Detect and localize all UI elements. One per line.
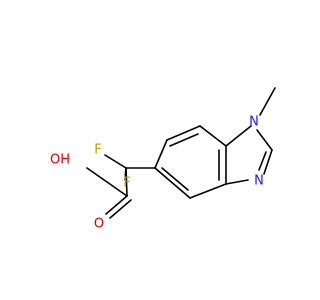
carbonyl-oxygen-label: O [94,217,104,232]
bond-ring-c3a-c4 [189,183,227,199]
bond-cf2-f-bottom [124,167,127,181]
bond-carbonyl-2 [109,199,132,219]
hydroxyl-oxygen-label: OH [50,153,70,168]
bond-n1-c2 [256,129,273,151]
bond-cooh-oh [86,167,128,197]
nitrogen-imine-label: N [254,174,264,189]
fluorine-bottom-label: F [123,176,130,191]
bond-c2-n3-inner [258,151,267,171]
bond-ring-c6-c7-inner [169,133,199,147]
bond-cf2-f-top [104,154,127,169]
nitrogen-methyl-label: N [249,115,259,130]
bond-c2-n3 [263,149,273,175]
bond-c7a-n1 [225,125,252,147]
bond-ring-c7-c7a [199,125,227,147]
atom-labels: F F OH O N N [50,115,264,232]
bond-ring-c5-c6 [154,139,168,169]
bond-carbonyl-1 [105,195,128,215]
bond-ring-c4-c5 [154,167,191,199]
bonds [86,87,276,219]
bond-n3-c3a [225,179,249,185]
bond-ring-c4-c5-inner [161,167,189,191]
bond-n1-methyl [259,87,276,116]
bond-ring-c6-c7 [166,125,201,141]
fluorine-top-label: F [94,143,101,158]
molecule-structure: F F OH O N N [50,87,276,232]
